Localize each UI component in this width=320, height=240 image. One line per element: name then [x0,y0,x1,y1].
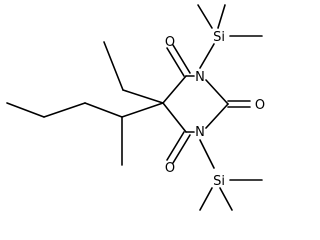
ring-bonds [162,75,229,133]
bond-c3-c4 [43,102,86,118]
ethyl-group [103,41,164,104]
carbonyl-bonds [166,44,251,164]
bond-si-me-left [197,4,213,29]
bond-c4-o-a [166,47,185,77]
bond-c5-ch [121,102,164,118]
bond-c6-c5 [162,102,187,133]
bond-c5-c4 [162,75,187,104]
atom-oxygen-bottom: O [165,161,175,176]
atom-oxygen-top: O [165,35,175,50]
atom-nitrogen-top: N [195,70,205,85]
bond-n3-si [199,43,215,69]
atom-silicon-top: Si [213,30,225,45]
bond-si-me-down-right [219,187,233,211]
bond-n3-c2 [205,79,229,105]
bond-c4-o-b [172,44,191,74]
bond-si-me-down-left [199,187,213,211]
bond-c6-o-b [172,134,191,164]
atom-labels: O N O N O Si Si [165,30,265,189]
bond-ch-c3 [84,102,123,118]
bond-si-me-up [217,4,226,29]
bond-c4-c5 [6,102,45,118]
bond-ethyl-ch3 [103,41,124,91]
molecule-structure: O N O N O Si Si [6,4,265,211]
tms-bottom [199,139,263,211]
bond-n1-si [199,139,215,169]
atom-nitrogen-bottom: N [195,125,205,140]
bond-c5-ethyl [122,89,164,104]
bond-c2-n1 [205,103,229,129]
bond-c6-o-a [166,131,185,161]
pentyl-group [6,102,164,166]
atom-silicon-bottom: Si [213,174,225,189]
tms-top [197,4,263,69]
atom-oxygen-right: O [255,98,265,113]
